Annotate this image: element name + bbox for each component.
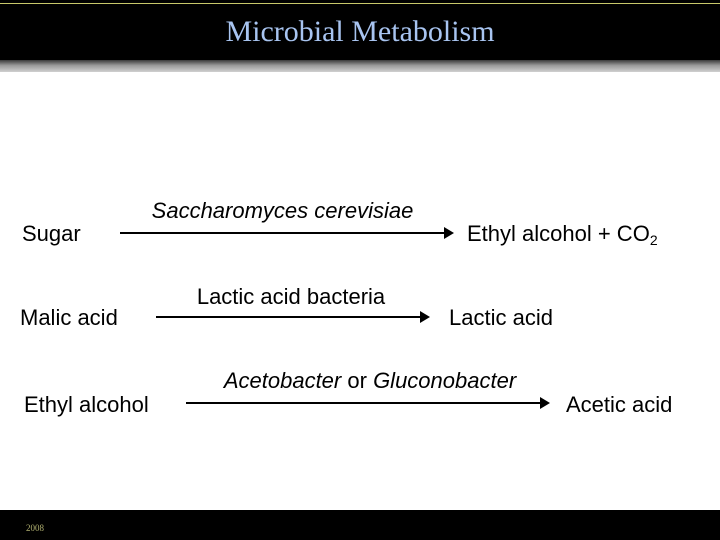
reaction-3-organism-a: Acetobacter (223, 368, 342, 393)
footer-year: 2008 (26, 523, 44, 533)
slide-footer (0, 510, 720, 540)
header-bottom-gradient-bar (0, 60, 720, 72)
reaction-2-arrow (156, 311, 430, 323)
slide-header (0, 0, 720, 60)
reaction-3-arrow (186, 397, 550, 409)
reaction-1-organism: Saccharomyces cerevisiae (151, 198, 414, 223)
reaction-3-organism: Acetobacter or Gluconobacter (180, 368, 560, 394)
reaction-3-organism-b: Gluconobacter (373, 368, 517, 393)
reaction-1-substrate: Sugar (22, 221, 81, 246)
reaction-1-product-subscript: 2 (649, 232, 658, 248)
reaction-1-product: Ethyl alcohol + CO2 (467, 221, 658, 248)
reaction-3-product: Acetic acid (566, 392, 673, 417)
header-top-rule (0, 3, 720, 4)
reaction-1-arrow (120, 227, 454, 239)
reaction-3-organism-join: or (347, 368, 367, 393)
reaction-2-organism: Lactic acid bacteria (196, 284, 386, 309)
slide-title: Microbial Metabolism (225, 15, 495, 48)
reaction-2-substrate: Malic acid (20, 305, 118, 330)
reaction-2-product: Lactic acid (449, 305, 553, 330)
reaction-3-substrate: Ethyl alcohol (24, 392, 149, 417)
